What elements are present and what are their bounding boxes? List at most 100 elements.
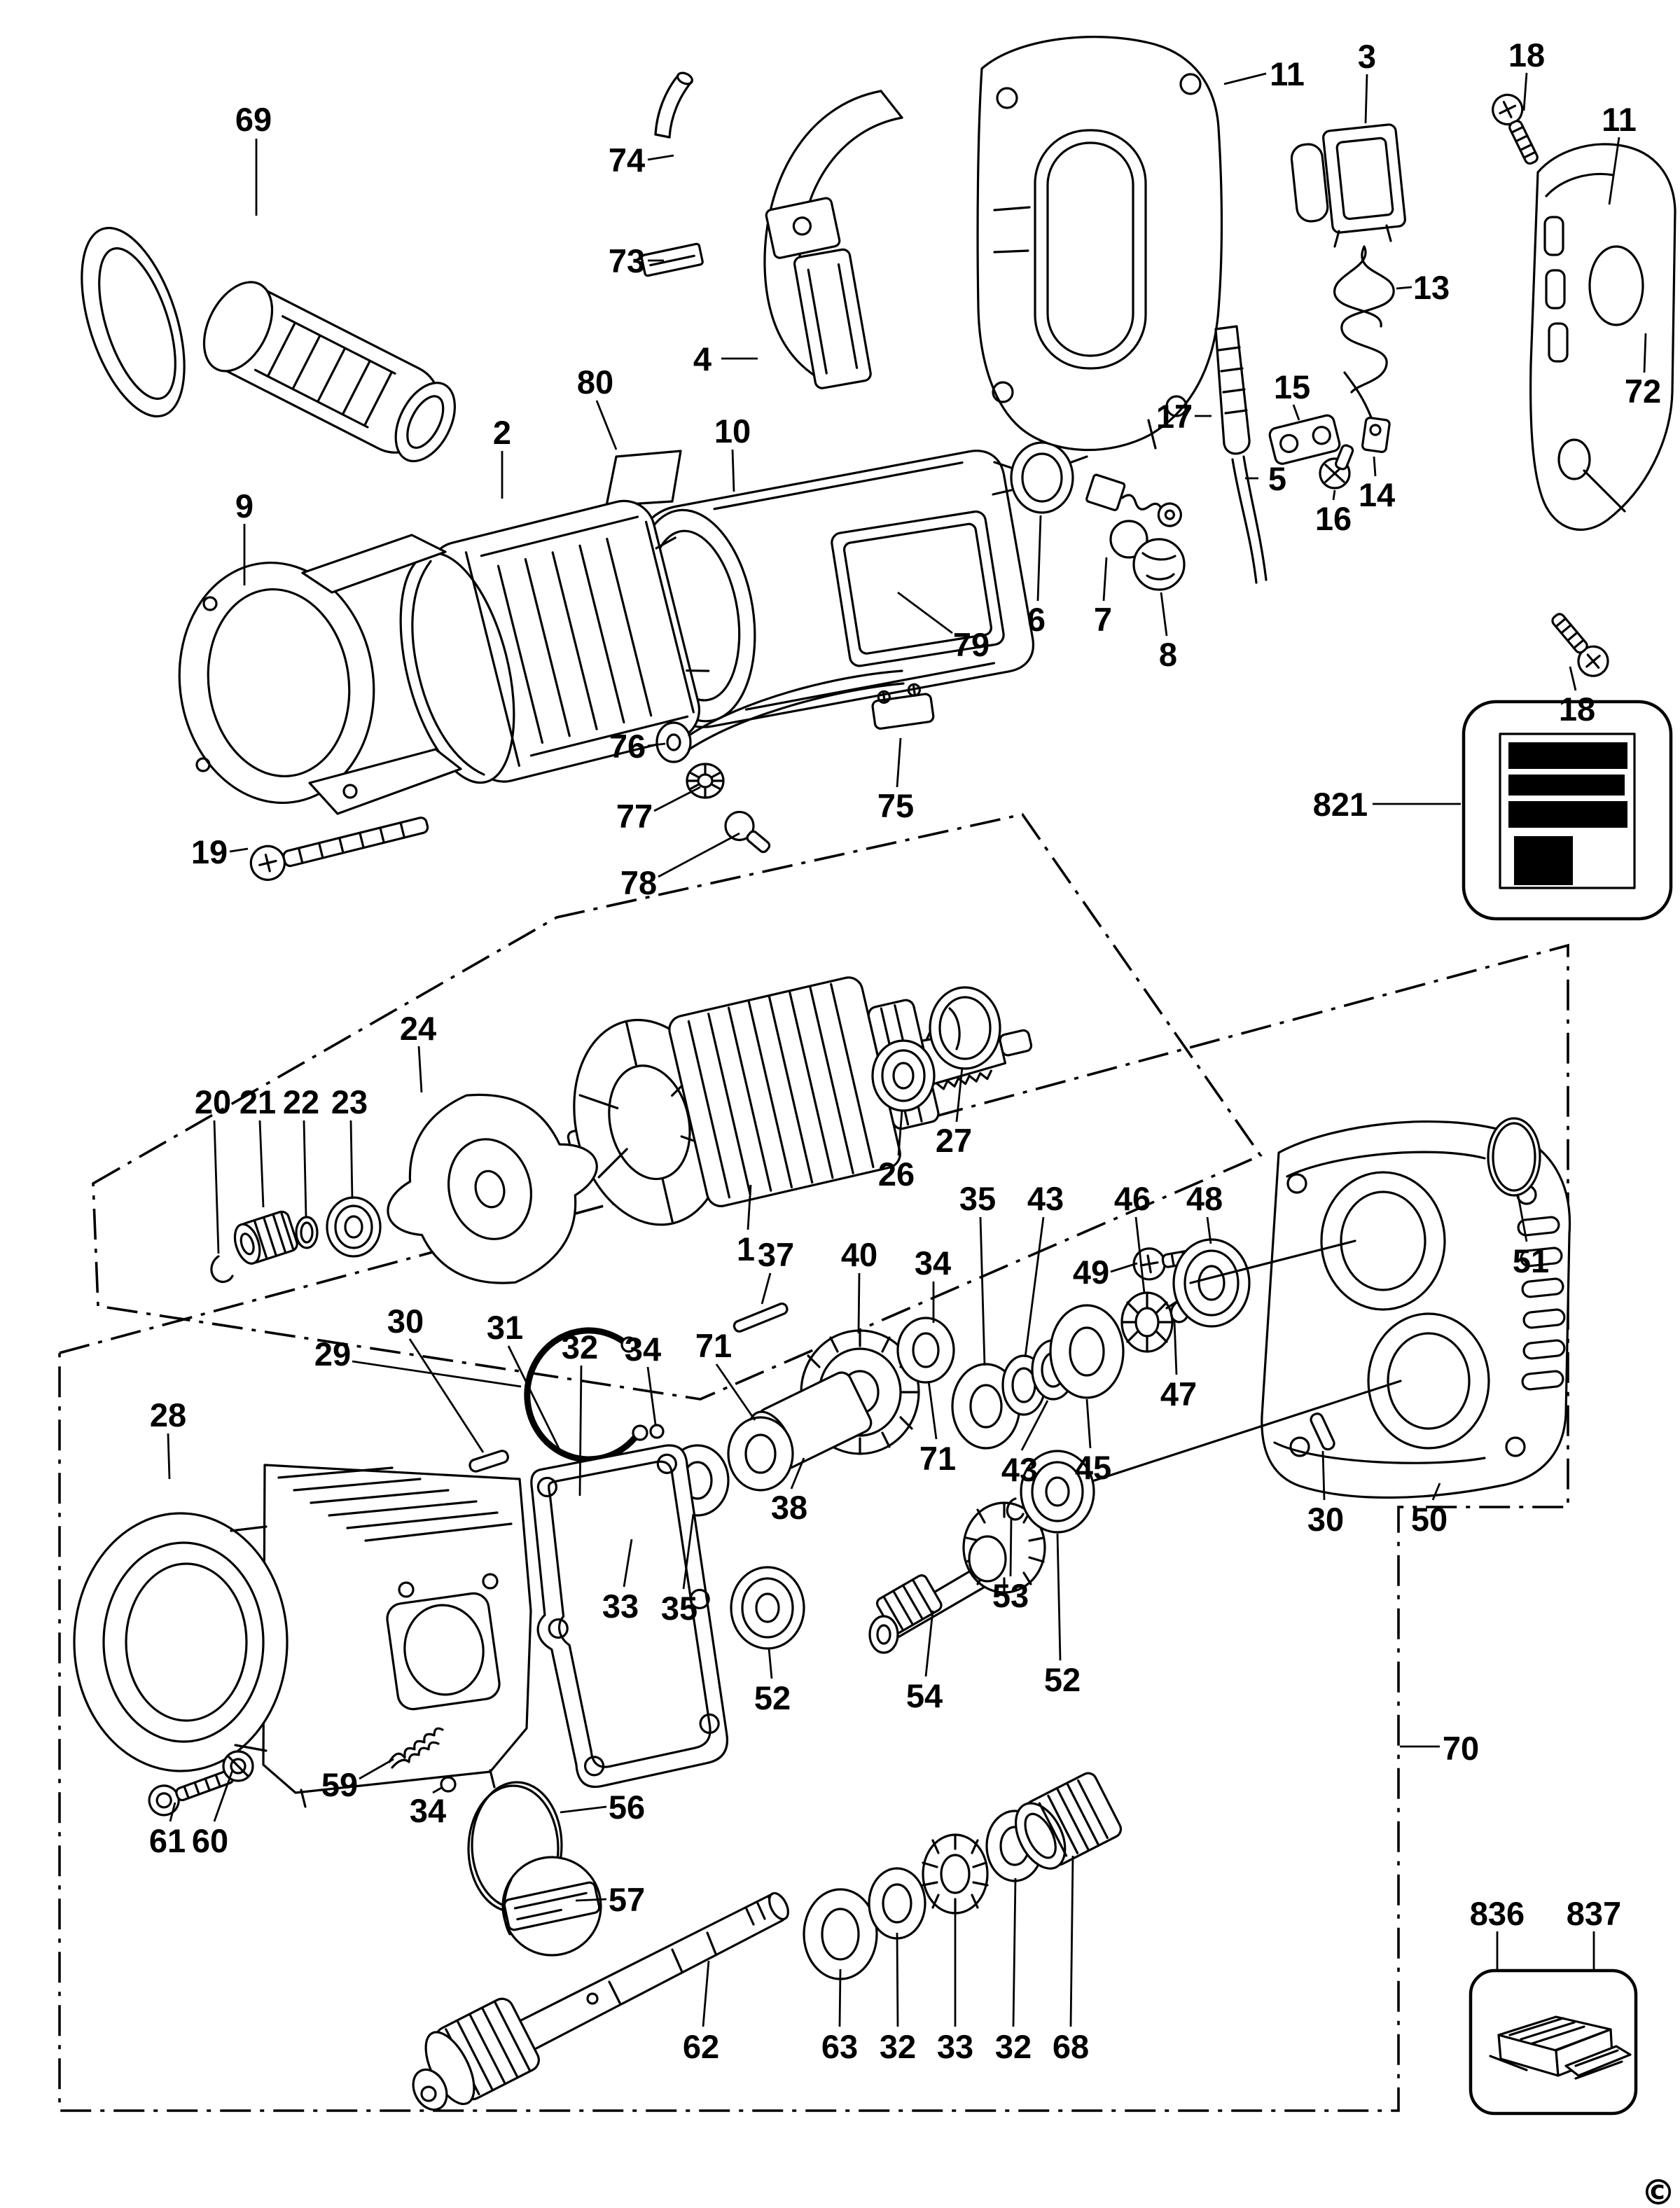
part-31-gasket	[530, 1444, 729, 1789]
leader-line-71b	[927, 1380, 938, 1440]
part-50-gear-case	[1063, 1120, 1571, 1499]
part-label-53: 53	[992, 1577, 1029, 1614]
part-32-washer-b	[868, 1867, 926, 1940]
part-34-ball-c	[440, 1776, 457, 1793]
part-57-selector-cap	[501, 1856, 602, 1957]
leader-line-48	[1206, 1216, 1212, 1244]
part-label-31: 31	[487, 1309, 523, 1346]
part-28-gearbox-housing	[73, 1464, 532, 1808]
part-label-29: 29	[314, 1335, 351, 1373]
part-label-72: 72	[1625, 373, 1661, 410]
part-59-spring	[388, 1727, 444, 1769]
part-27-retainer	[929, 986, 1001, 1070]
leader-line-50	[1431, 1483, 1441, 1501]
part-69-side-handle	[81, 226, 456, 463]
part-68-needle-sleeve	[1014, 1772, 1123, 1870]
part-label-51: 51	[1513, 1242, 1549, 1279]
leader-line-74	[647, 154, 674, 161]
part-label-30a: 30	[387, 1303, 424, 1340]
leader-line-79	[897, 591, 953, 634]
part-label-3: 3	[1358, 38, 1376, 75]
part-label-43b: 43	[1001, 1451, 1038, 1488]
part-label-23: 23	[331, 1083, 368, 1120]
parts-drawing	[73, 36, 1676, 2116]
part-label-11b: 11	[1602, 101, 1637, 138]
armature-group-boundary	[92, 812, 1263, 1401]
part-label-61: 61	[149, 1822, 186, 1859]
part-label-8: 8	[1159, 636, 1177, 673]
part-17-cord-protector	[1214, 325, 1251, 455]
part-4-brush-ring	[763, 90, 903, 389]
leader-line-54	[924, 1610, 934, 1677]
part-label-40: 40	[841, 1236, 877, 1273]
part-821-nameplate	[1462, 700, 1673, 921]
part-80-sticker	[605, 450, 682, 507]
part-label-54: 54	[906, 1677, 943, 1714]
leader-line-62	[702, 1960, 710, 2027]
part-7-carbon-brush	[1085, 473, 1182, 527]
part-51-o-ring	[1487, 1117, 1541, 1197]
leader-line-33a	[623, 1539, 633, 1588]
leader-line-8	[1160, 592, 1168, 637]
part-16-screw	[1319, 444, 1354, 489]
leader-line-10	[731, 449, 735, 492]
leader-line-57	[575, 1898, 607, 1902]
leader-line-52b	[1056, 1533, 1062, 1661]
leader-line-21	[258, 1120, 265, 1208]
part-label-30b: 30	[1307, 1501, 1344, 1538]
part-label-56: 56	[609, 1789, 645, 1826]
part-label-62: 62	[683, 2028, 719, 2065]
leader-line-28	[167, 1433, 171, 1480]
part-label-18a: 18	[1508, 36, 1545, 74]
part-71-washer-b	[896, 1317, 955, 1384]
part-label-47: 47	[1160, 1375, 1197, 1412]
part-label-37: 37	[758, 1236, 794, 1273]
leader-line-20	[213, 1120, 220, 1254]
part-60-washer	[222, 1750, 254, 1782]
part-label-5: 5	[1268, 460, 1286, 497]
part-5-cord	[1231, 455, 1268, 584]
part-label-7: 7	[1094, 601, 1112, 638]
part-46-nut	[1120, 1291, 1183, 1353]
leader-line-51	[1517, 1195, 1528, 1242]
part-74-tube	[654, 71, 693, 139]
leader-line-24	[417, 1046, 423, 1093]
part-label-24: 24	[400, 1010, 436, 1047]
leader-line-80	[595, 400, 618, 450]
part-73-strip	[640, 242, 704, 277]
part-label-6: 6	[1027, 601, 1046, 638]
part-label-71b: 71	[919, 1440, 956, 1477]
leader-line-7	[1102, 557, 1108, 602]
part-label-79: 79	[953, 626, 990, 663]
part-15-cord-clamp	[1268, 414, 1341, 465]
leader-line-71a	[715, 1363, 756, 1421]
leader-line-35a	[979, 1216, 986, 1366]
part-24-diaphragm	[387, 1093, 598, 1284]
leader-line-13	[1396, 286, 1412, 290]
part-label-22: 22	[283, 1083, 319, 1120]
part-label-74: 74	[609, 141, 645, 179]
part-61-bolt	[148, 1770, 235, 1817]
part-label-28: 28	[150, 1396, 186, 1433]
part-45-washer	[1049, 1304, 1125, 1399]
leader-line-15	[1292, 404, 1300, 421]
part-52-bearing-right	[1020, 1450, 1095, 1534]
leader-line-27	[955, 1067, 964, 1123]
part-3-switch	[1290, 123, 1406, 248]
part-label-34c: 34	[410, 1792, 446, 1829]
part-label-837: 837	[1567, 1895, 1621, 1932]
part-52-bearing-left	[730, 1566, 805, 1650]
leader-line-34b	[646, 1366, 657, 1425]
part-label-27: 27	[936, 1122, 972, 1159]
part-62-spindle	[412, 1891, 789, 2111]
part-34-ball-b	[649, 1424, 665, 1439]
leader-line-30a	[408, 1338, 485, 1453]
part-label-35b: 35	[661, 1590, 697, 1627]
leader-line-61	[169, 1802, 176, 1822]
part-78-screw	[724, 810, 771, 854]
part-77-lock-washer	[686, 763, 725, 799]
assembly-boundary-lines	[58, 812, 1569, 2112]
